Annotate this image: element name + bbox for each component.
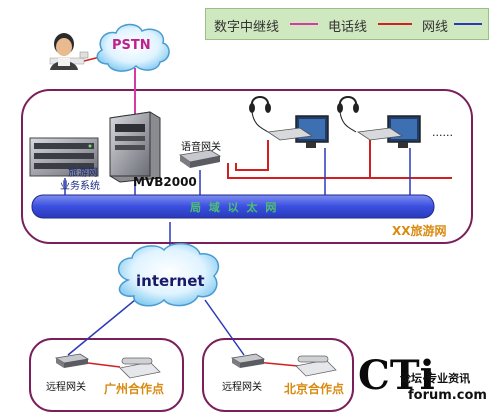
remote-gateway-label-1: 远程网关 — [46, 382, 86, 393]
legend-trunk-label: 数字中继线 — [214, 20, 280, 35]
pstn-cloud-icon — [96, 23, 170, 72]
watermark-line1: 论坛·专业资讯 — [400, 372, 471, 385]
mvb2000-tower-icon — [109, 111, 161, 183]
branch-guangzhou-label: 广州合作点 — [104, 382, 165, 396]
watermark-line2: forum.com — [408, 388, 487, 403]
legend-box: 数字中继线 电话线 网线 — [205, 8, 489, 40]
pstn-label: PSTN — [112, 38, 151, 53]
server-label-line2: 业务系统 — [60, 181, 100, 192]
legend-phone-label: 电话线 — [328, 20, 368, 35]
legend-phone-swatch — [378, 23, 412, 25]
remote-gateway-icon — [54, 353, 90, 368]
remote-gateway-icon — [230, 353, 266, 368]
internet-label: internet — [136, 272, 205, 290]
voice-gateway-label: 语音网关 — [181, 142, 221, 153]
legend-trunk-swatch — [290, 23, 318, 25]
lan-bus — [31, 194, 435, 219]
rack-server-icon — [29, 137, 99, 177]
mvb2000-label: MVB2000 — [133, 175, 197, 189]
watermark-logo: CTi — [358, 352, 435, 399]
phone-lines — [227, 140, 452, 179]
lan-bus-label: 局 域 以 太 网 — [190, 201, 279, 214]
voice-gateway-icon — [178, 149, 222, 168]
branch-container-beijing — [202, 338, 354, 412]
hq-container — [21, 89, 473, 244]
hq-label: XX旅游网 — [392, 224, 447, 238]
desk-phone-icon — [119, 357, 161, 379]
internet-cloud-icon — [118, 242, 220, 307]
legend-net-swatch — [454, 23, 482, 25]
desk-phone-icon — [295, 355, 337, 377]
operator-person-icon — [49, 33, 89, 70]
pc-workstation-icon — [249, 96, 329, 148]
branch-container-guangzhou — [29, 338, 184, 412]
more-workstations-ellipsis: ...... — [432, 126, 453, 139]
legend-net-label: 网线 — [422, 20, 449, 35]
pc-workstation-icon — [337, 96, 421, 148]
remote-gateway-label-2: 远程网关 — [222, 382, 262, 393]
branch-beijing-label: 北京合作点 — [284, 382, 345, 396]
server-label-line1: 旅游网 — [68, 168, 98, 179]
